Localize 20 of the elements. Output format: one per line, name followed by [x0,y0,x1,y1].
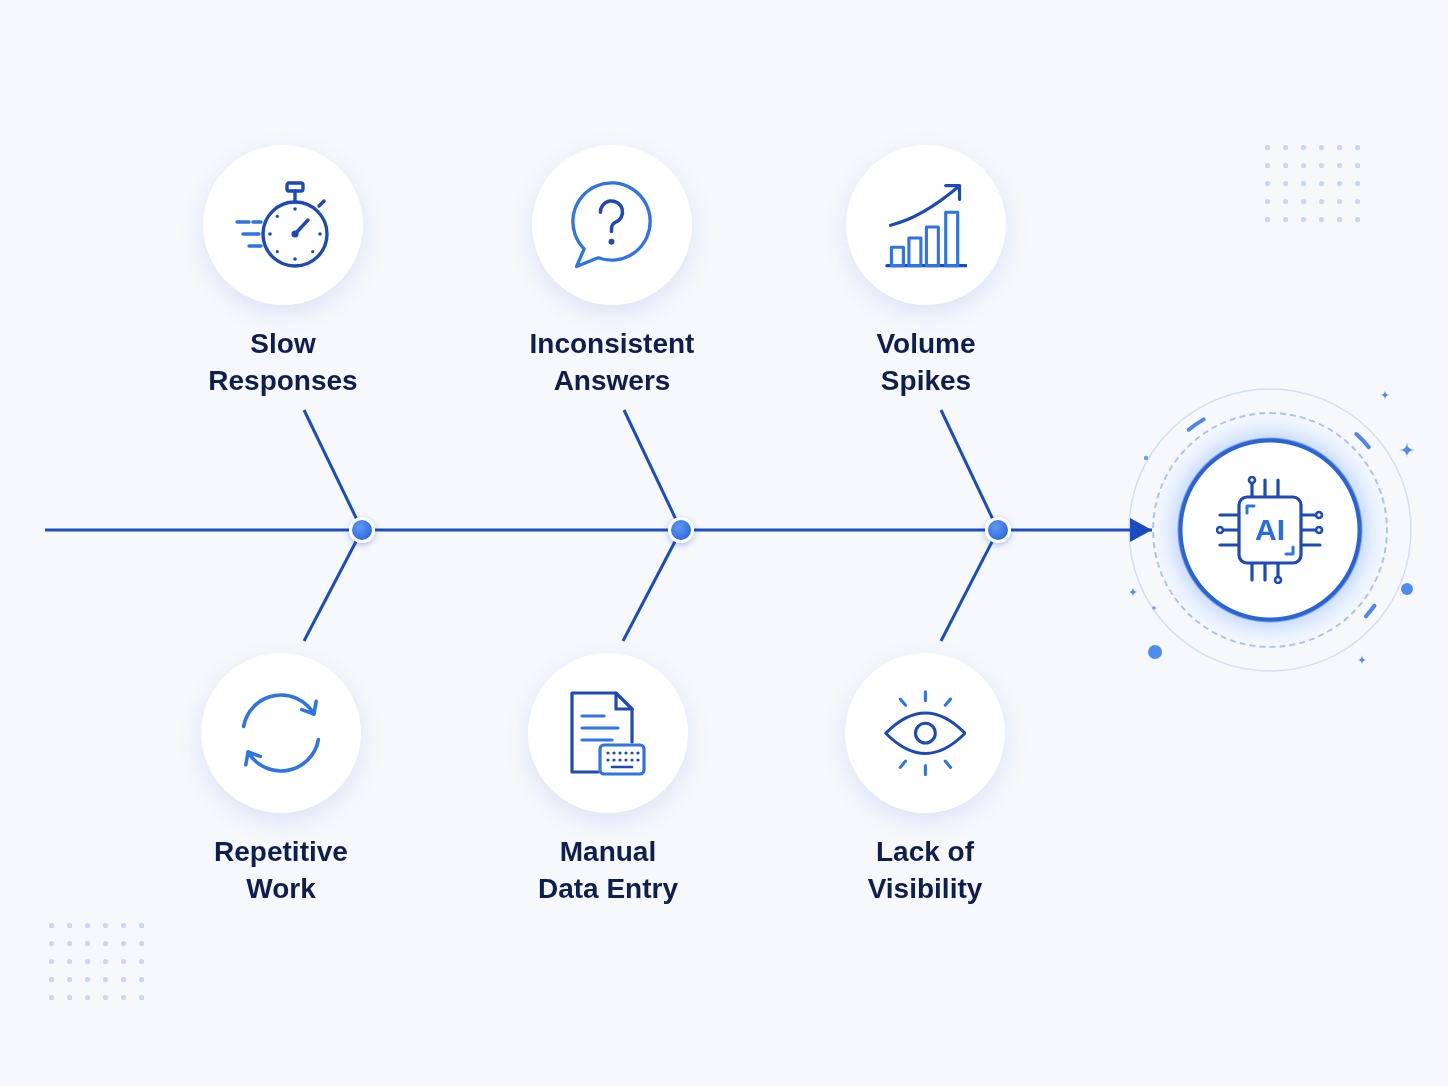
cause-label: Inconsistent Answers [528,327,696,398]
junction-dot [349,517,375,543]
bone-line [939,540,994,642]
bone-line [939,409,994,519]
spine-line [45,528,349,532]
bone-line [302,409,358,519]
junction-dot [985,517,1011,543]
bone-line [622,409,677,519]
cause-label: Manual Data Entry [536,834,679,906]
spine-line [375,528,668,532]
bone-line [621,540,677,642]
cause-label: Volume Spikes [875,327,977,398]
spine-arrow [1011,518,1152,542]
cause-label: Slow Responses [207,327,359,398]
cause-label: Repetitive Work [213,834,349,906]
cause-label: Lack of Visibility [866,834,984,906]
bone-line [302,540,358,642]
spine-line [694,528,985,532]
hub-label: AI [1255,514,1285,546]
junction-dot [668,517,694,543]
